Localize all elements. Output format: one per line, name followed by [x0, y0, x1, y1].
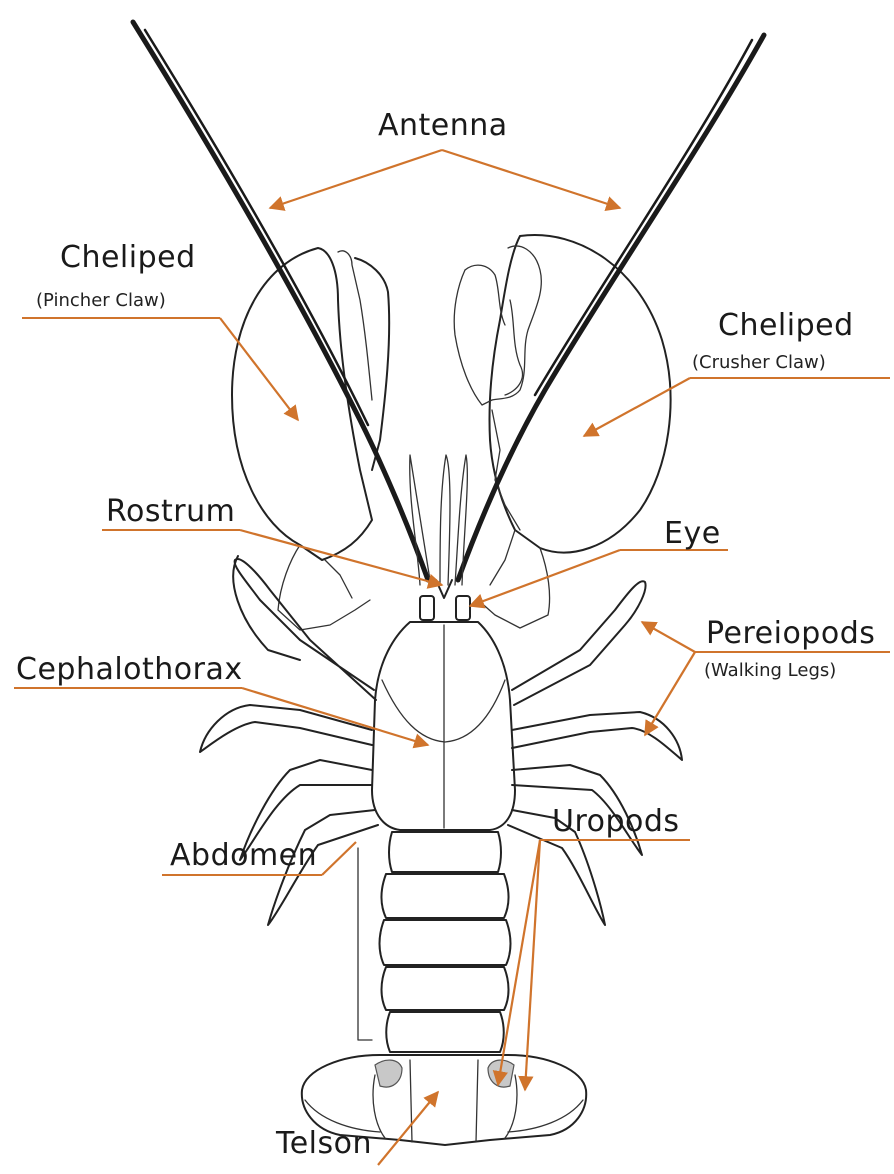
abdomen-label: Abdomen [170, 838, 317, 873]
rostrum-label: Rostrum [106, 494, 235, 529]
eye-label: Eye [664, 516, 721, 551]
left-eye-shape [420, 596, 434, 620]
cheliped-right-label: Cheliped [718, 308, 854, 343]
pereiopods-sublabel: (Walking Legs) [704, 660, 836, 681]
rostrum-shape [436, 580, 452, 598]
abdomen-shape [380, 832, 511, 1052]
antenna-label: Antenna [378, 108, 508, 143]
lobster-illustration [133, 22, 764, 1145]
right-eye-shape [456, 596, 470, 620]
right-claw-shape [454, 235, 670, 628]
cephalothorax-label: Cephalothorax [16, 652, 243, 687]
uropods-label: Uropods [552, 804, 680, 839]
telson-label: Telson [276, 1126, 372, 1161]
cheliped-left-label: Cheliped [60, 240, 196, 275]
pereiopods-label: Pereiopods [706, 616, 875, 651]
cheliped-right-sublabel: (Crusher Claw) [692, 352, 826, 373]
cheliped-left-sublabel: (Pincher Claw) [36, 290, 166, 311]
